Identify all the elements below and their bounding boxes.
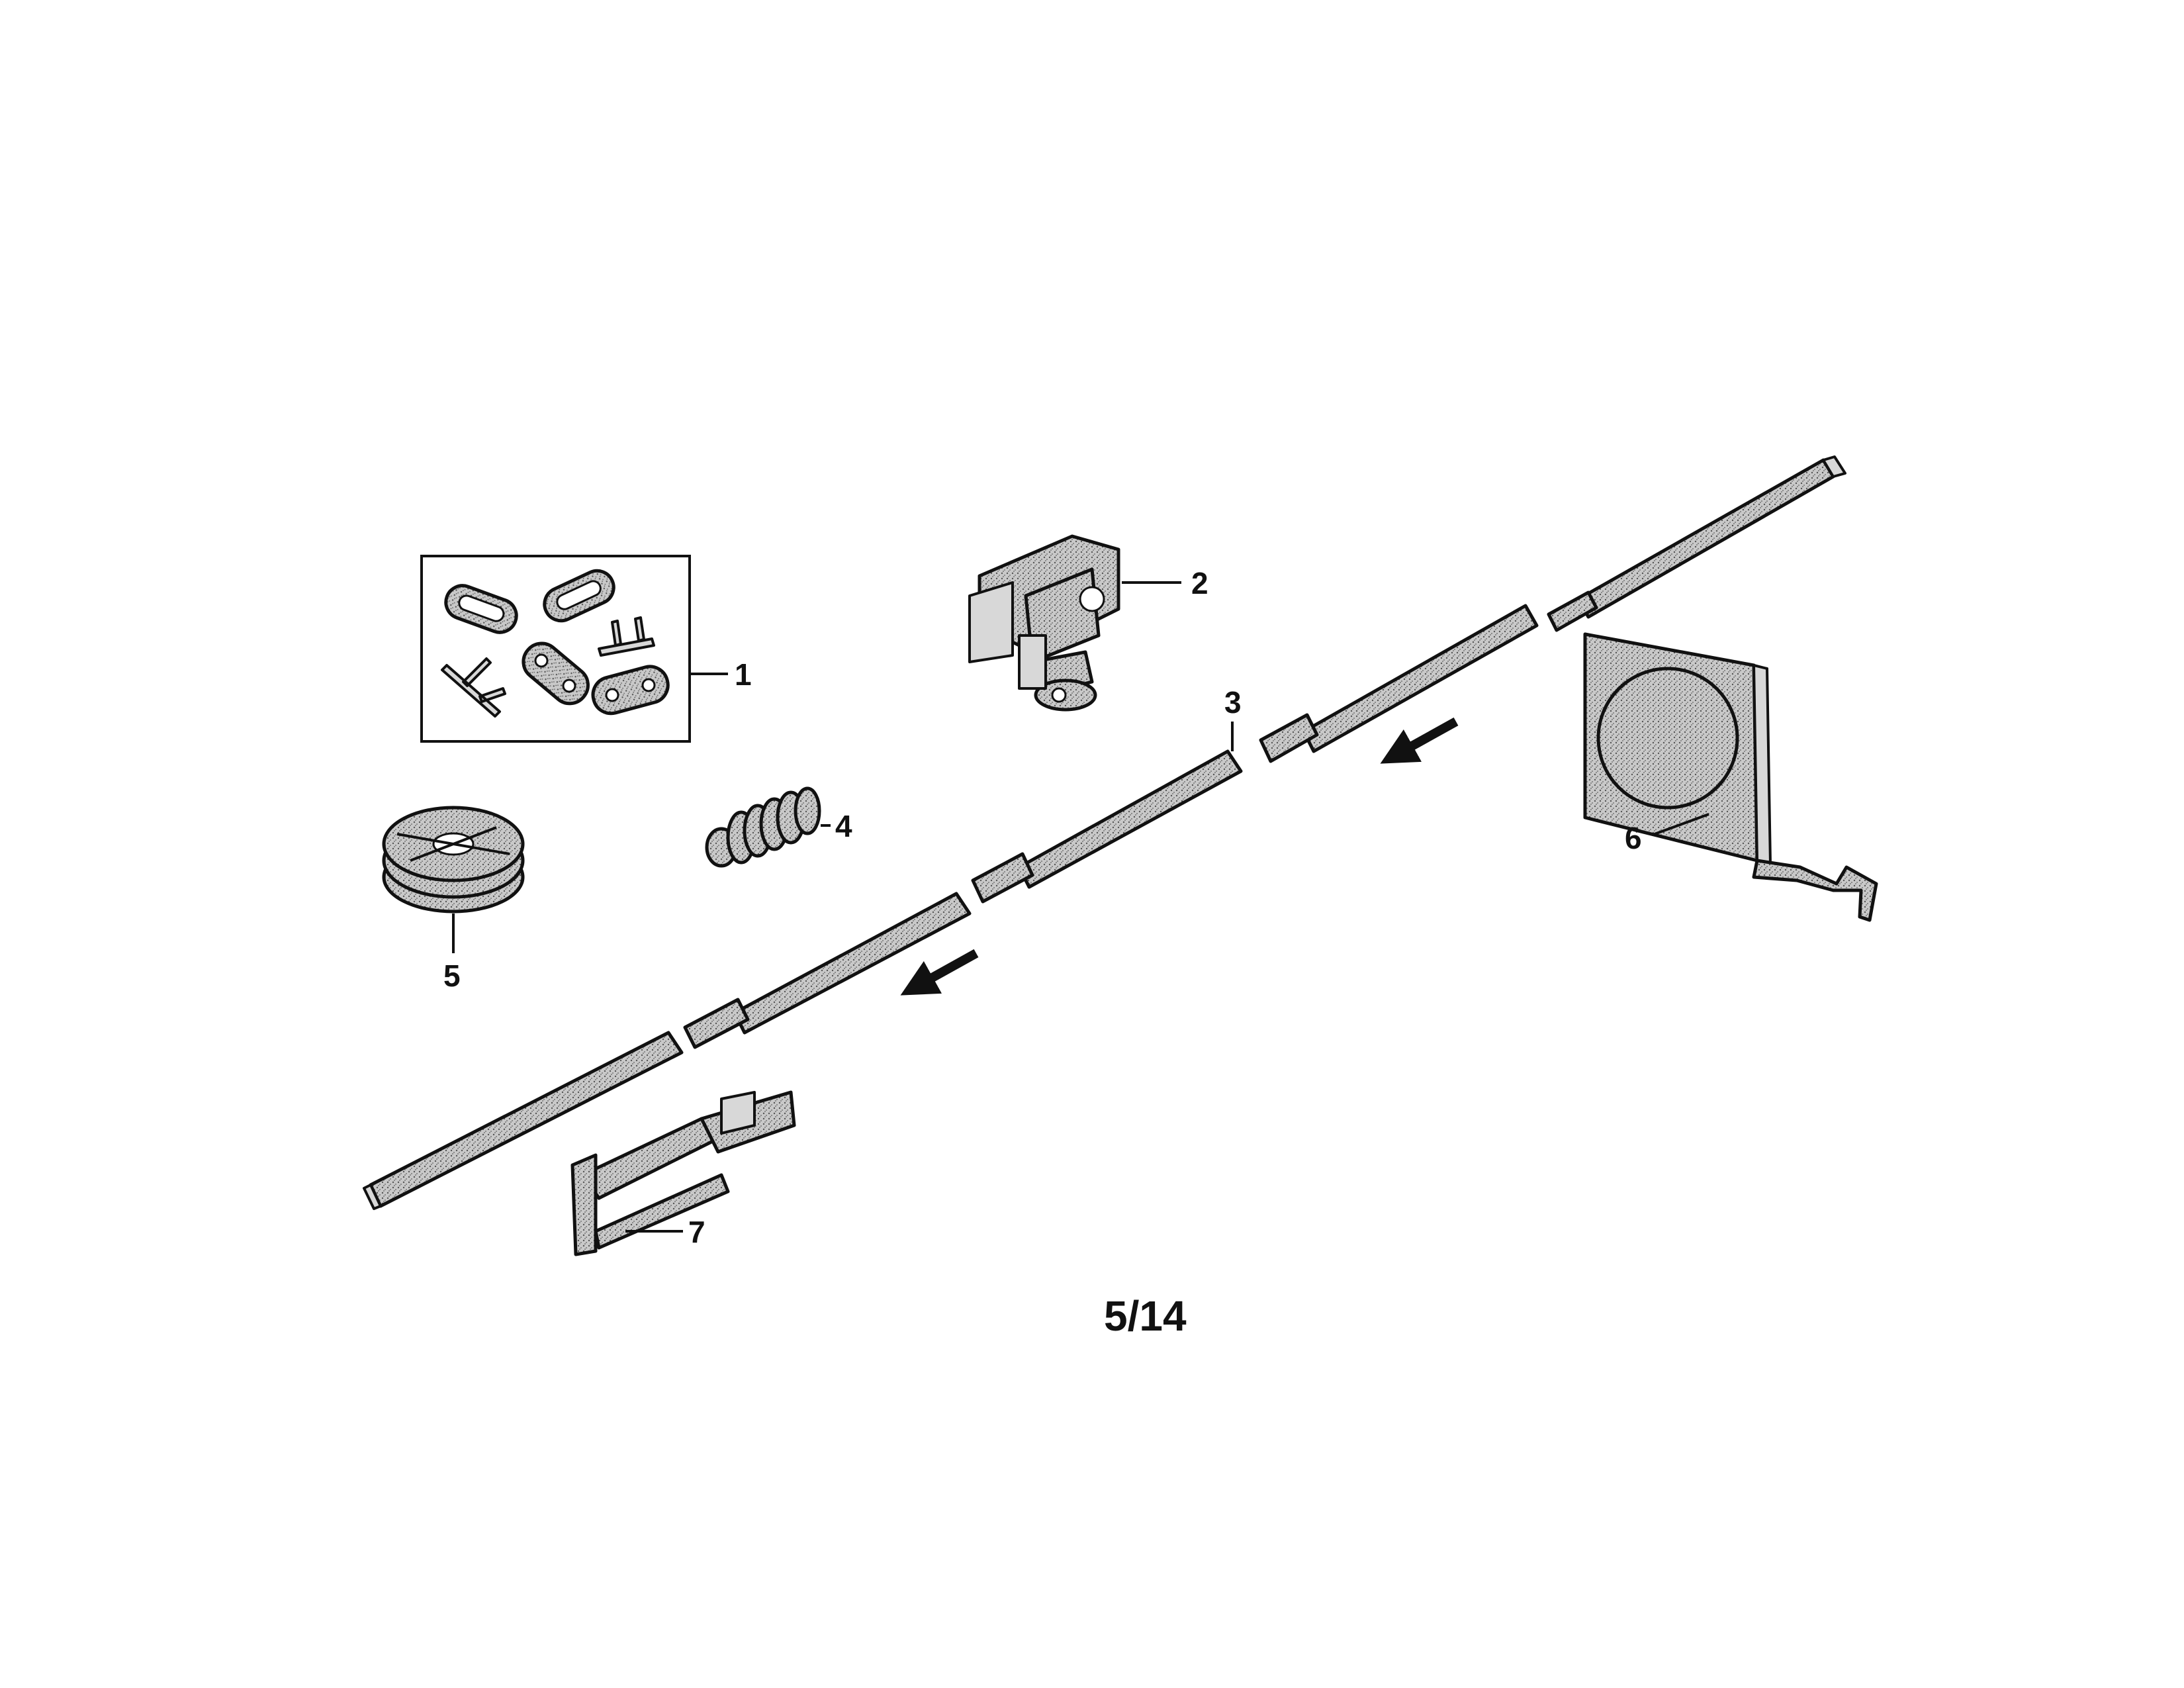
rail-section-2[interactable]: [1259, 604, 1539, 763]
rail-assembly: [363, 455, 1846, 1210]
callout-4: 4: [835, 809, 852, 843]
callout-3: 3: [1224, 685, 1242, 720]
callout-2: 2: [1191, 566, 1208, 600]
leader-line-6: [1654, 813, 1709, 835]
header-bracket-icon[interactable]: [570, 1090, 796, 1256]
rail-section-top[interactable]: [1547, 455, 1846, 632]
assembly-arrow-upper: [1380, 717, 1459, 764]
pulley-wheel-icon[interactable]: [382, 806, 525, 914]
chain-link-kit-icon[interactable]: [420, 555, 691, 743]
callout-5: 5: [443, 959, 461, 993]
callout-6: 6: [1625, 821, 1642, 855]
rail-section-4[interactable]: [683, 892, 972, 1049]
trolley-carriage-icon[interactable]: [968, 534, 1120, 712]
callout-7: 7: [688, 1215, 705, 1249]
callout-1: 1: [735, 657, 752, 692]
rail-section-bottom[interactable]: [363, 1031, 684, 1210]
sprocket-cover-icon[interactable]: [1583, 632, 1878, 922]
page-number: 5/14: [1104, 1292, 1187, 1340]
spring-icon[interactable]: [705, 786, 821, 868]
assembly-arrow-lower: [900, 949, 979, 996]
rail-section-3[interactable]: [971, 749, 1243, 904]
